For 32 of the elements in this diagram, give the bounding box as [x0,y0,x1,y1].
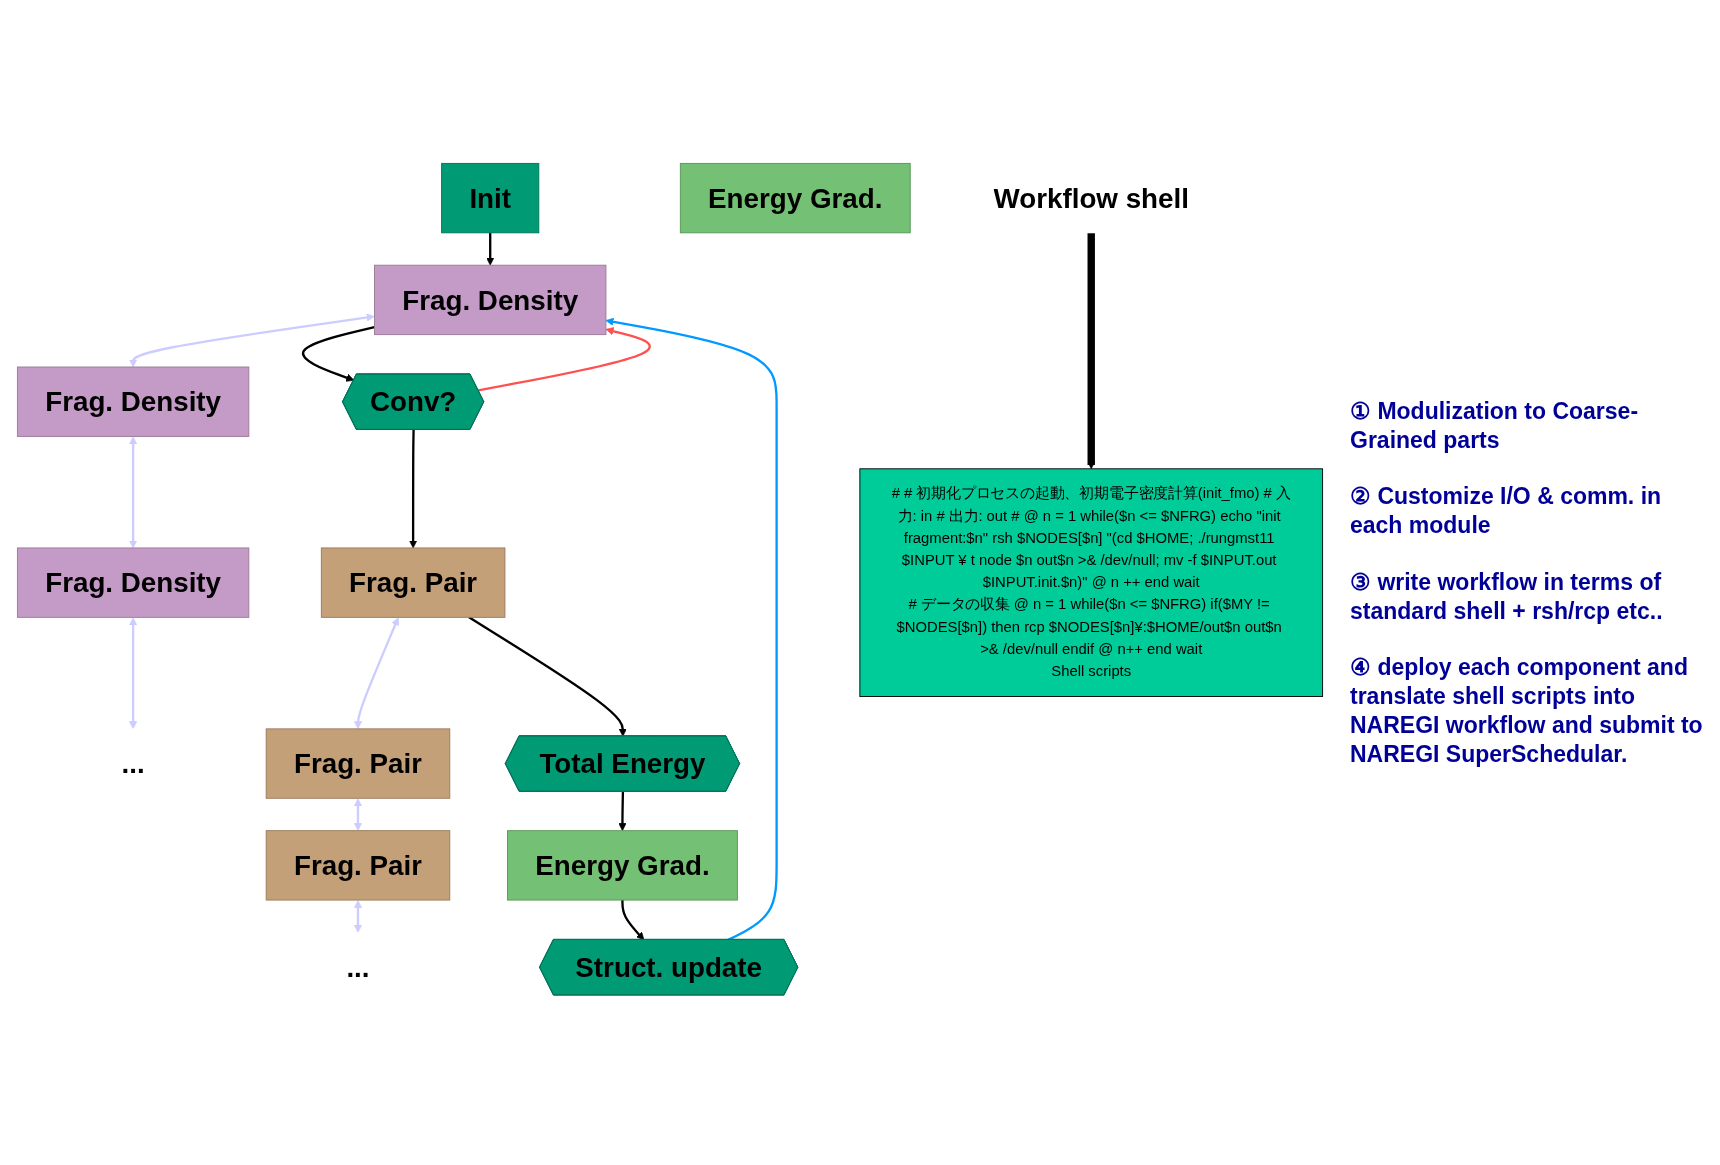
arrow [129,617,138,730]
arrow [618,791,627,831]
arrow [353,617,400,730]
arrow [129,436,138,549]
arrow [468,616,627,737]
node-box: Frag. Density [16,547,250,618]
node-box: # # 初期化プロセスの起動、初期電子密度計算(init_fmo) # 入力: in # 出力: out # @ n = 1 while($n <= $NFRG) echo "init fragment:$n" rsh $NODES[$n] "(cd $HOME; ./rungmst11 $INPUT ¥ t node $n out$n >& /dev/null; mv -f $INPUT.out $INPUT.init.$n)" @ n ++ end wait # データの収集 @ n = 1 while($n <= $NFRG) if($MY != $NODES[$n]) then rcp $NODES[$n]¥:$HOME/out$n out$n >& /dev/null endif @ n++ end wait Shell scripts [859,468,1324,697]
node-box: Frag. Density [16,366,250,437]
node-box: Energy Grad. [679,162,911,234]
node-box: Frag. Pair [320,547,506,618]
node-box: Init [441,162,540,234]
node-box: Frag. Pair [265,830,451,901]
node-box: Frag. Pair [265,728,451,799]
node-box: Frag. Density [374,264,607,335]
arrow [353,798,363,831]
arrow [129,313,375,368]
arrow [1087,231,1096,470]
node-text: Workflow shell [993,182,1189,214]
node-text: ... [121,748,145,779]
arrow [605,317,778,941]
note-text: ③ write workflow in terms of standard shell + rsh/rcp etc.. [1350,567,1664,626]
note-text: ② Customize I/O & comm. in each module [1350,482,1663,540]
node-text: ... [346,951,370,983]
node-box: Energy Grad. [507,830,738,901]
note-text: ① Modulization to Coarse-Grained parts [1350,396,1640,455]
arrow [353,899,363,933]
arrow [486,232,495,266]
note-text: ④ deploy each component and translate shell scripts into NAREGI workflow and submit to NAREGI SuperSchedular. [1350,653,1704,769]
arrow [478,327,651,392]
arrow [621,899,645,941]
arrow [409,429,418,549]
arrow [302,325,375,382]
